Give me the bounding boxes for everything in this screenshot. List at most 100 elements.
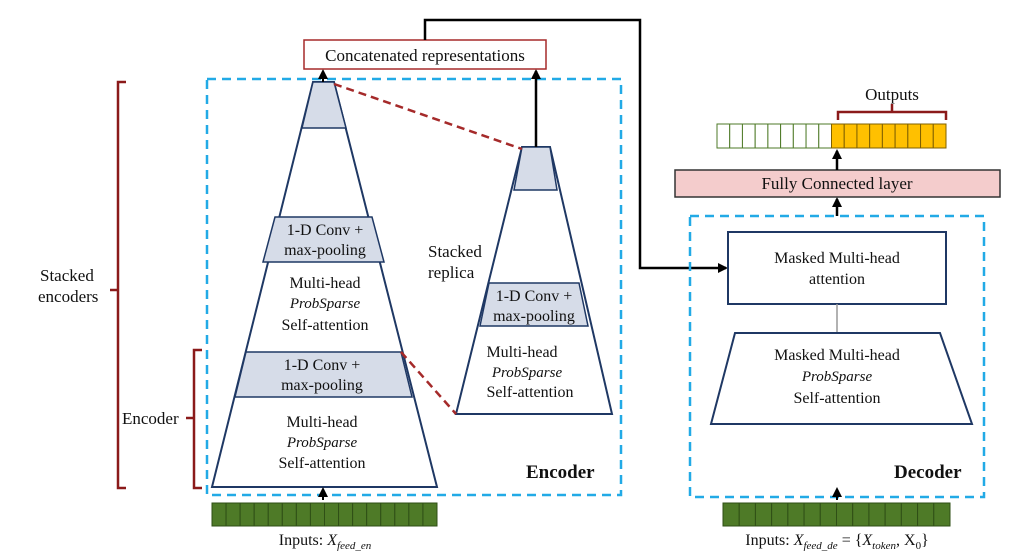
- replica-pyramid-top-block: [513, 146, 558, 191]
- output-cell-empty: [754, 123, 769, 149]
- encoder-input-cell: [253, 502, 269, 527]
- encoder-input-cell: [338, 502, 354, 527]
- stacked-encoders-label-line2: encoders: [38, 287, 98, 306]
- output-cell-empty: [805, 123, 820, 149]
- encoder-conv-block-upper: [262, 216, 385, 263]
- encoder-mh-lower-line1: Multi-head: [286, 414, 357, 431]
- decoder-title: Decoder: [894, 462, 962, 483]
- encoder-input-caption: Inputs: Xfeed_en: [279, 532, 372, 551]
- decoder-input-cell: [852, 502, 870, 527]
- output-cell-empty: [792, 123, 807, 149]
- output-cell-predicted: [920, 123, 934, 149]
- stacked-encoders-label-line1: Stacked: [40, 266, 94, 285]
- decoder-input-cell: [803, 502, 821, 527]
- replica-mh-line3: Self-attention: [486, 384, 573, 401]
- replica-conv-line1: 1-D Conv +: [496, 288, 573, 305]
- decoder-input-caption: Inputs: Xfeed_de = {Xtoken, X0}: [745, 532, 929, 551]
- encoder-input-cell: [380, 502, 396, 527]
- encoder-conv-lower-line1: 1-D Conv +: [284, 357, 361, 374]
- encoder-mh-upper-line2: ProbSparse: [289, 296, 361, 312]
- decoder-input-cell: [754, 502, 773, 527]
- encoder-conv-lower-line2: max-pooling: [281, 377, 363, 394]
- encoder-mh-upper-line1: Multi-head: [289, 275, 360, 292]
- masked-attention-line1: Masked Multi-head: [774, 250, 900, 267]
- encoder-input-cell: [422, 502, 438, 527]
- encoder-dashed-box: [205, 77, 623, 497]
- replica-mh-line1: Multi-head: [486, 344, 557, 361]
- decoder-input-cell: [722, 502, 740, 527]
- output-sequence: [716, 123, 947, 149]
- output-cell-empty: [780, 123, 794, 149]
- encoder-input-cell: [366, 502, 382, 527]
- decoder-input-sequence: [722, 502, 951, 527]
- encoder-side-label: Encoder: [122, 409, 179, 428]
- output-cell-empty: [729, 123, 743, 149]
- masked-attention-box: [727, 231, 947, 305]
- replica-connector-bottom: [400, 351, 457, 415]
- decoder-input-cell: [787, 502, 805, 527]
- stacked-encoders-bracket: [116, 80, 126, 490]
- concat-label: Concatenated representations: [325, 46, 525, 65]
- decoder-input-cell: [771, 502, 789, 527]
- output-cell-empty: [716, 123, 731, 149]
- encoder-input-cell: [408, 502, 424, 527]
- decoder-input-cell: [933, 502, 951, 527]
- output-cell-empty: [818, 123, 832, 149]
- encoder-input-sequence: [211, 502, 438, 527]
- decoder-input-cell: [900, 502, 919, 527]
- output-cell-predicted: [881, 123, 896, 149]
- output-cell-predicted: [869, 123, 883, 149]
- encoder-pyramid-top-block: [301, 81, 347, 129]
- output-cell-empty: [767, 123, 782, 149]
- fully-connected-label: Fully Connected layer: [761, 174, 912, 193]
- encoder-input-cell: [324, 502, 340, 527]
- stacked-replica-line2: replica: [428, 263, 475, 282]
- encoder-input-cell: [309, 502, 325, 527]
- decoder-input-cell: [738, 502, 756, 527]
- output-cell-predicted: [894, 123, 909, 149]
- decoder-input-cell: [819, 502, 837, 527]
- encoder-mh-lower-line2: ProbSparse: [286, 435, 358, 451]
- masked-probsparse-trapezoid: [709, 332, 974, 425]
- replica-conv-block: [479, 282, 589, 327]
- output-cell-predicted: [932, 123, 947, 149]
- encoder-input-cell: [225, 502, 241, 527]
- encoder-input-cell: [267, 502, 283, 527]
- masked-probsparse-line3: Self-attention: [793, 390, 880, 407]
- masked-probsparse-line1: Masked Multi-head: [774, 347, 900, 364]
- encoder-conv-upper-line2: max-pooling: [284, 242, 366, 259]
- arrow-concat-to-decoder: [423, 18, 728, 273]
- output-cell-predicted: [831, 123, 845, 149]
- masked-probsparse-line2: ProbSparse: [801, 369, 873, 385]
- encoder-conv-block-lower: [234, 351, 413, 398]
- encoder-input-cell: [295, 502, 311, 527]
- concat-box: [303, 39, 547, 70]
- replica-conv-line2: max-pooling: [493, 308, 575, 325]
- decoder-input-cell: [917, 502, 935, 527]
- encoder-input-cell: [211, 502, 227, 527]
- encoder-mh-lower-line3: Self-attention: [278, 455, 365, 472]
- stacked-replica-line1: Stacked: [428, 242, 482, 261]
- encoder-title: Encoder: [526, 462, 595, 483]
- output-cell-predicted: [907, 123, 922, 149]
- outputs-bracket: [836, 110, 948, 120]
- encoder-conv-upper-line1: 1-D Conv +: [287, 222, 364, 239]
- encoder-bracket: [192, 348, 202, 490]
- output-cell-predicted: [843, 123, 858, 149]
- output-cell-empty: [741, 123, 756, 149]
- decoder-input-cell: [884, 502, 902, 527]
- replica-connector-top: [333, 82, 523, 151]
- decoder-input-cell: [868, 502, 886, 527]
- decoder-input-cell: [836, 502, 854, 527]
- encoder-input-cell: [352, 502, 368, 527]
- encoder-input-cell: [239, 502, 255, 527]
- outputs-label: Outputs: [865, 85, 919, 104]
- replica-mh-line2: ProbSparse: [491, 365, 563, 381]
- encoder-mh-upper-line3: Self-attention: [281, 317, 368, 334]
- masked-attention-line2: attention: [809, 271, 865, 288]
- encoder-input-cell: [394, 502, 410, 527]
- output-cell-predicted: [856, 123, 871, 149]
- fully-connected-box: [674, 169, 1001, 198]
- encoder-input-cell: [281, 502, 297, 527]
